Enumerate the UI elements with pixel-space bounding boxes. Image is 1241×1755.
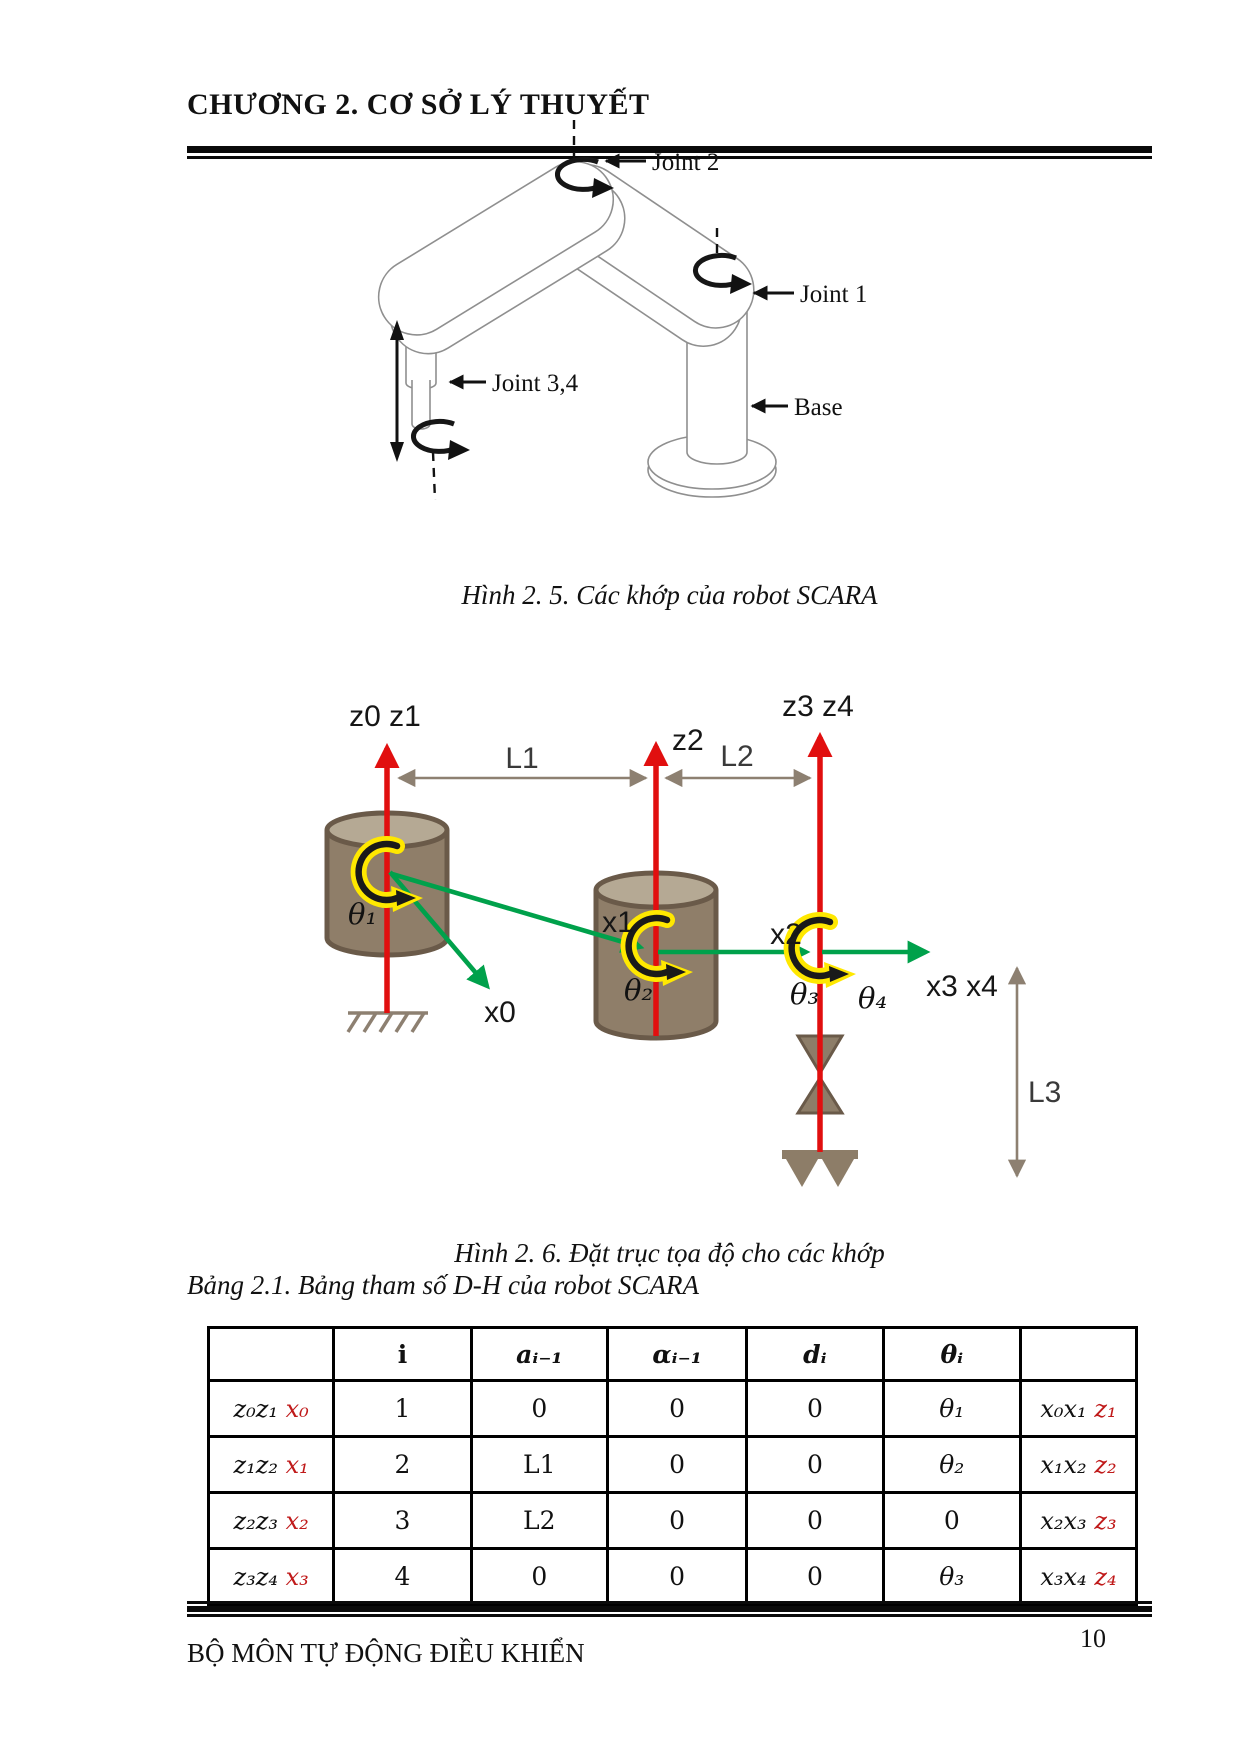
i-cell: 1 (332, 1379, 473, 1438)
a-cell: 0 (469, 1547, 610, 1606)
alpha-cell: 0 (606, 1435, 749, 1494)
axes-right-cell: x₃x₄ z₄ (1018, 1547, 1139, 1606)
page-number: 10 (1080, 1624, 1106, 1653)
header-i: i (332, 1326, 473, 1382)
theta-cell: θ₁ (881, 1379, 1022, 1438)
axes-left-cell: z₀z₁ x₀ (206, 1379, 336, 1438)
figure-coordinate-frames: z0 z1 z2 z3 z4 L1 L2 L3 x0 x1 x2 x3 x4 θ… (324, 690, 1061, 1187)
z3z4-label: z3 z4 (782, 690, 854, 723)
z2-label: z2 (672, 724, 704, 757)
footer-rule-bottom (187, 1614, 1152, 1617)
header-alpha: αᵢ₋₁ (606, 1326, 749, 1382)
axes-right-cell: x₁x₂ z₂ (1018, 1435, 1139, 1494)
theta4-label: θ₄ (858, 981, 887, 1015)
alpha-cell: 0 (606, 1547, 749, 1606)
theta-cell: θ₃ (881, 1547, 1022, 1606)
header-axes-left (206, 1326, 336, 1382)
header-axes-right (1018, 1326, 1139, 1382)
i-cell: 2 (332, 1435, 473, 1494)
table-header-row: i aᵢ₋₁ αᵢ₋₁ dᵢ θᵢ (206, 1326, 1139, 1382)
header-theta: θᵢ (881, 1326, 1022, 1382)
d-cell: 0 (745, 1435, 885, 1494)
x0-axis (388, 870, 490, 990)
header-d: dᵢ (745, 1326, 885, 1382)
footer-department: BỘ MÔN TỰ ĐỘNG ĐIỀU KHIỂN (187, 1638, 585, 1668)
table-row: z₀z₁ x₀ 1 0 0 0 θ₁ x₀x₁ z₁ (206, 1379, 1139, 1438)
l1-label: L1 (505, 742, 538, 775)
header-rule-thin (187, 156, 1152, 159)
alpha-cell: 0 (606, 1491, 749, 1550)
i-cell: 4 (332, 1547, 473, 1606)
a-cell: L1 (469, 1435, 610, 1494)
dh-parameter-table: i aᵢ₋₁ αᵢ₋₁ dᵢ θᵢ z₀z₁ x₀ 1 0 0 0 θ₁ x₀x… (206, 1326, 1139, 1606)
header-rule-thick (187, 146, 1152, 153)
x2-label: x2 (770, 918, 802, 951)
theta-cell: θ₂ (881, 1435, 1022, 1494)
joint2-label: Joint 2 (652, 149, 719, 176)
joint1-rotation-icon (692, 252, 752, 294)
joint1-label: Joint 1 (800, 281, 867, 308)
d-cell: 0 (745, 1491, 885, 1550)
chapter-heading: CHƯƠNG 2. CƠ SỞ LÝ THUYẾT (187, 88, 650, 121)
theta3-label: θ₃ (790, 977, 819, 1011)
table-row: z₂z₃ x₂ 3 L2 0 0 0 x₂x₃ z₃ (206, 1491, 1139, 1550)
joint34-rotation-icon (410, 418, 470, 460)
figure1-caption: Hình 2. 5. Các khớp của robot SCARA (461, 580, 878, 610)
figure2-caption: Hình 2. 6. Đặt trục tọa độ cho các khớp (454, 1238, 885, 1268)
figure-scara-joints: Joint 2 Joint 1 Joint 3,4 Base (377, 120, 867, 501)
x1-label: x1 (602, 906, 634, 939)
z0z1-label: z0 z1 (349, 700, 421, 733)
l2-label: L2 (720, 740, 753, 773)
theta2-label: θ₂ (624, 973, 653, 1007)
x0-label: x0 (484, 996, 516, 1029)
robot-link2 (377, 160, 626, 355)
footer-rule-top (187, 1601, 1152, 1604)
joint34-label: Joint 3,4 (492, 370, 579, 397)
footer-rule-mid (187, 1606, 1152, 1612)
joint2-rotation-icon (554, 156, 614, 198)
x3x4-label: x3 x4 (926, 970, 998, 1003)
header-a: aᵢ₋₁ (469, 1326, 610, 1382)
table-title: Bảng 2.1. Bảng tham số D-H của robot SCA… (187, 1270, 699, 1300)
axes-left-cell: z₁z₂ x₁ (206, 1435, 336, 1494)
i-cell: 3 (332, 1491, 473, 1550)
theta1-label: θ₁ (348, 897, 377, 931)
base-label: Base (794, 394, 843, 421)
a-cell: 0 (469, 1379, 610, 1438)
table-row: z₃z₄ x₃ 4 0 0 0 θ₃ x₃x₄ z₄ (206, 1547, 1139, 1606)
l3-label: L3 (1028, 1076, 1061, 1109)
ground-symbol (346, 1011, 428, 1033)
axes-right-cell: x₂x₃ z₃ (1018, 1491, 1139, 1550)
a-cell: L2 (469, 1491, 610, 1550)
link1-vector (391, 871, 645, 953)
axes-left-cell: z₃z₄ x₃ (206, 1547, 336, 1606)
table-row: z₁z₂ x₁ 2 L1 0 0 θ₂ x₁x₂ z₂ (206, 1435, 1139, 1494)
axes-right-cell: x₀x₁ z₁ (1018, 1379, 1139, 1438)
joint34-translation-arrow (390, 320, 404, 462)
joint34-axis-dash (431, 451, 437, 501)
d-cell: 0 (745, 1379, 885, 1438)
axes-left-cell: z₂z₃ x₂ (206, 1491, 336, 1550)
theta-cell: 0 (881, 1491, 1022, 1550)
alpha-cell: 0 (606, 1379, 749, 1438)
d-cell: 0 (745, 1547, 885, 1606)
end-effector-symbol (782, 1150, 858, 1187)
